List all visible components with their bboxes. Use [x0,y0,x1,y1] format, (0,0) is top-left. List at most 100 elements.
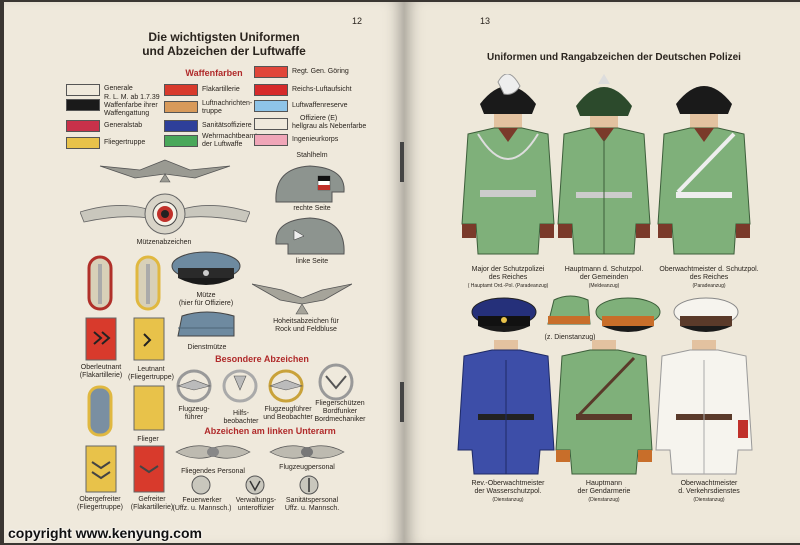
caption-line: der Gendarmerie [577,488,631,495]
caption-line: des Reiches [488,274,528,281]
swatch-label: Wehrmachtbeamte [202,133,262,140]
caption-line: Rev.-Oberwachtmeister [471,480,545,487]
caption-line: Hauptmann [585,480,623,487]
color-swatch [164,135,198,147]
oberleutnant-line-2: (Flakartillerie) [79,372,123,379]
leutnant-line-2: (Fliegertruppe) [128,374,174,381]
color-swatch [66,137,100,149]
fliegendes-personal-label: Fliegendes Personal [181,468,245,475]
book-spread: 12 Die wichtigsten Uniformen und Abzeich… [4,2,800,543]
right-page-title: Uniformen und Rangabzeichen der Deutsche… [487,52,741,63]
observer-badge-icon [222,369,258,403]
swatch-label: Generalstab [104,122,143,129]
air-gunner-badge-icon [318,363,354,401]
swatch-label: Offiziere (E) [300,115,338,122]
steel-helmet-left-icon [275,217,345,255]
cap-badge-eagle-icon [80,159,250,235]
muetze-line-2: (hier für Offiziere) [178,300,234,307]
caption-small: (Dienstanzug) [492,497,524,503]
flying-personnel-badge-icon [175,445,251,459]
hoheitsabzeichen-label: Hoheitsabzeichen für Rock und Feldbluse [260,318,352,334]
collar-patch-icon [133,385,165,431]
feuerwerker-label: Feuerwerker (Uffz. u. Mannsch.) [172,497,232,513]
figure-caption: Rev.-Oberwachtmeister der Wasserschutzpo… [448,480,568,504]
caption-line: Oberwachtmeister d. Schutzpol. [659,266,759,273]
waffenfarben-heading: Waffenfarben [185,68,243,78]
color-swatch [66,120,100,132]
swatch-label: der Luftwaffe [202,141,243,148]
caption-line: Oberwachtmeister [680,480,738,487]
feuerwerker-line-1: Feuerwerker [182,497,222,504]
badge-label: Hilfs- beobachter [216,410,266,426]
leutnant-label: Leutnant (Fliegertruppe) [120,366,182,382]
caption-line: Hauptmann d. Schutzpol. [564,266,644,273]
swatch-label: truppe [202,108,222,115]
swatch-label: hellgrau als Nebenfarbe [292,123,367,130]
gefreiter-label: Gefreiter (Flakartillerie) [122,496,182,512]
service-cap-icon [177,311,235,337]
color-swatch [164,101,198,113]
shoulder-board-icon [135,255,161,311]
pilot-observer-badge-icon [268,369,304,403]
leutnant-line-1: Leutnant [137,366,165,373]
badge-label-line: beobachter [223,418,259,425]
caption-small: (Dienstanzug) [588,497,620,503]
swatch-label: Reichs-Luftaufsicht [292,86,352,93]
gendarmerie-hauptmann-figure [555,340,653,475]
steel-helmet-right-icon [275,165,345,203]
water-police-figure [457,340,555,475]
water-police-cap-icon [471,297,537,332]
obergefreiter-line-1: Obergefreiter [79,496,121,503]
sanitaet-line-1: Sanitätspersonal [285,497,339,504]
pilot-badge-icon [176,369,212,403]
stahlhelm-label: Stahlhelm [296,152,328,159]
right-page: 13 Uniformen und Rangabzeichen der Deuts… [404,2,800,543]
schutzpolizei-major-figure [461,74,555,255]
badge-label-line: führer [184,414,204,421]
color-swatch [254,66,288,78]
figure-caption: Oberwachtmeister d. Verkehrsdienstes (Di… [654,480,764,504]
caption-small: (z. Dienstanzug) [544,334,596,341]
verwaltung-label: Verwaltungs- unteroffizier [230,497,282,513]
gendarmerie-cap-icon [595,297,661,332]
swatch-label: Flakartillerie [202,86,240,93]
swatch-label: Waffenfarbe ihrer Waffengattung [104,102,158,117]
medical-badge-icon [299,475,319,495]
caption-small: (Paradeanzug) [692,283,726,289]
staple-top [400,142,404,182]
verwaltung-line-1: Verwaltungs- [235,497,277,504]
obergefreiter-label: Obergefreiter (Fliegertruppe) [66,496,134,512]
verwaltung-line-2: unteroffizier [237,505,275,512]
ordnance-badge-icon [191,475,211,495]
shoulder-board-icon [87,255,113,311]
linke-seite-label: linke Seite [295,258,329,265]
gefreiter-line-1: Gefreiter [138,496,166,503]
flieger-label: Flieger [137,436,159,443]
figure-caption: Hauptmann der Gendarmerie (Dienstanzug) [554,480,654,504]
badge-label-line: Hilfs- [233,410,249,417]
traffic-police-cap-icon [673,297,739,332]
caption-line: d. Verkehrsdienstes [678,488,740,495]
color-swatch [164,120,198,132]
figure-caption: Major der Schutzpolizei des Reiches ( Ha… [448,266,568,290]
figure-caption: Hauptmann d. Schutzpol. der Gemeinden (M… [546,266,662,290]
muetzenabzeichen-label: Mützenabzeichen [136,239,192,246]
color-swatch [66,99,100,111]
gendarmerie-field-cap-icon [547,295,591,325]
swatch-label: Fliegertruppe [104,139,146,146]
badge-label-line: und Beobachter [263,414,313,421]
staple-bottom [400,382,404,422]
color-swatch [164,84,198,96]
badge-label-line: Bordmechaniker [314,416,366,423]
caption-line: der Gemeinden [579,274,629,281]
color-swatch [254,118,288,130]
swatch-label: Regt. Gen. Göring [292,68,349,75]
page-number-right: 13 [480,16,491,26]
copyright-watermark: copyright www.kenyung.com [8,525,202,541]
swatch-label: Luftwaffenreserve [292,102,348,109]
badge-label-line: Bordfunker [322,408,358,415]
oberleutnant-label: Oberleutnant (Flakartillerie) [68,364,134,380]
national-eagle-icon [252,283,352,315]
officer-cap-icon [171,251,241,285]
hoheit-line-2: Rock und Feldbluse [275,326,337,333]
